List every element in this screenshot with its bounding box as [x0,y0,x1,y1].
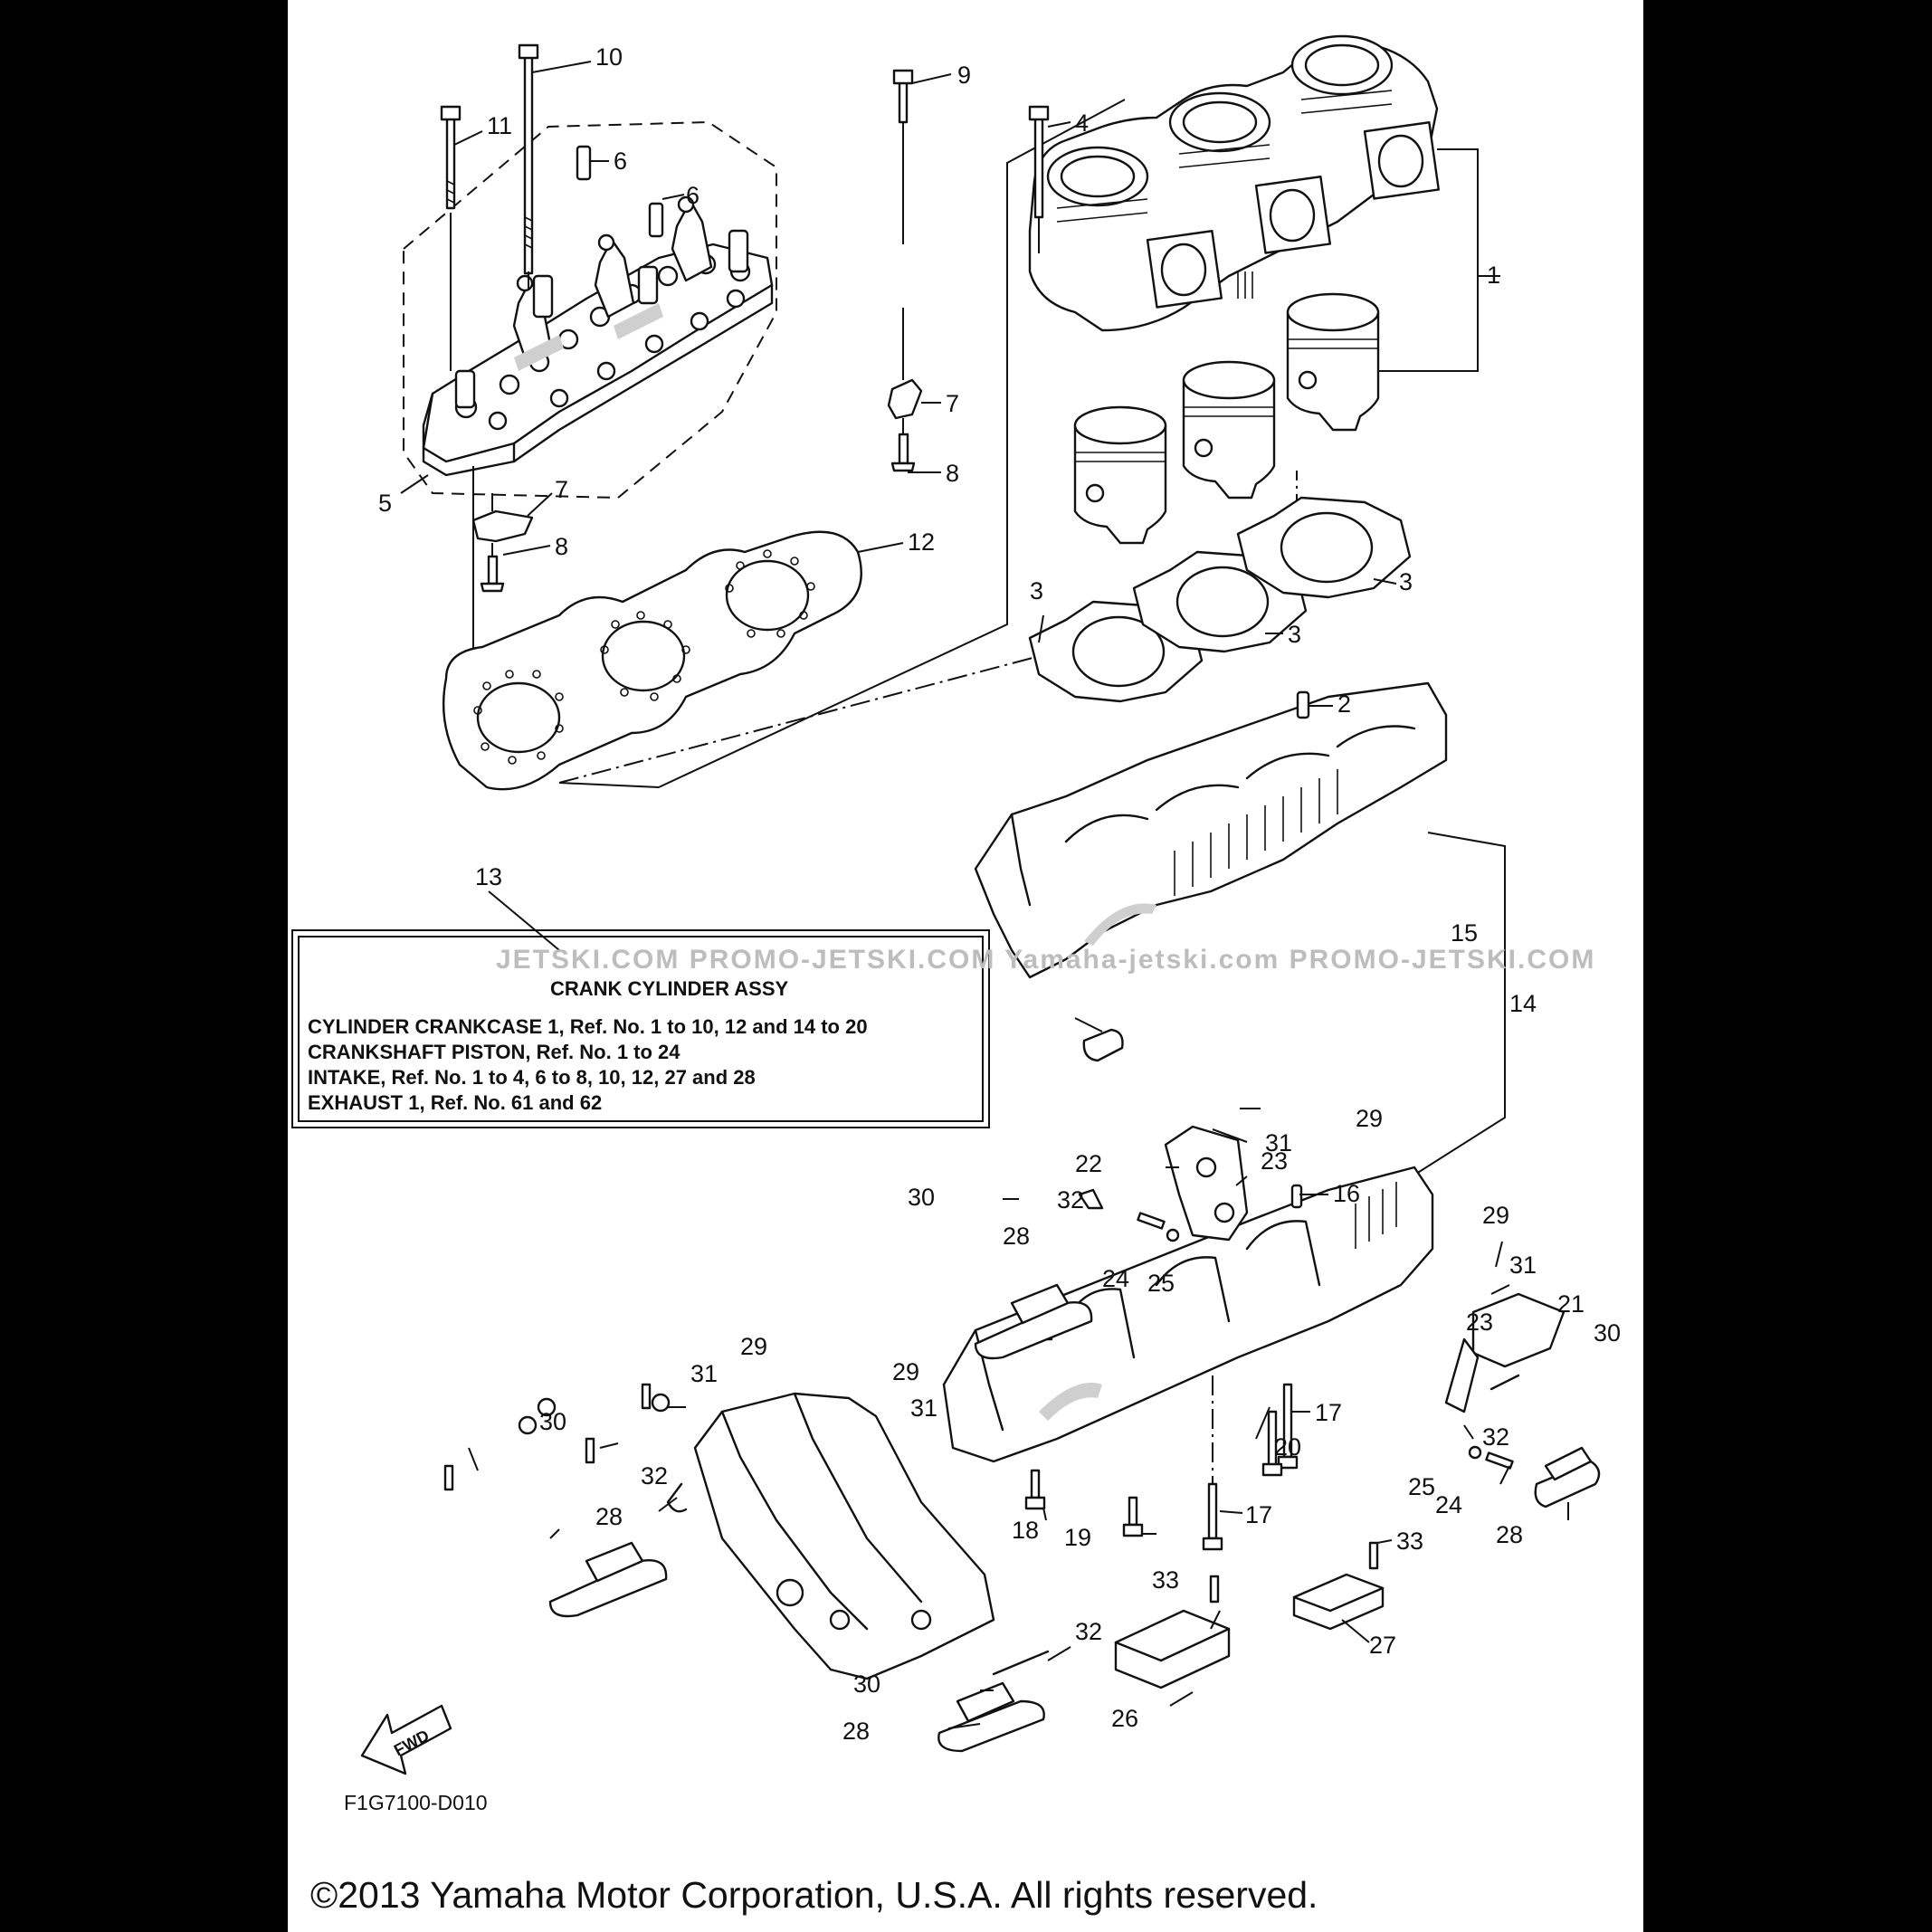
callout-32c: 32 [1482,1423,1509,1451]
callout-17b: 17 [1245,1501,1272,1528]
callout-6b: 6 [686,182,700,209]
callout-10: 10 [595,43,623,71]
base-gaskets [1028,496,1412,703]
callout-28a: 28 [1003,1223,1030,1250]
callout-22: 22 [1075,1150,1102,1177]
callout-33a: 33 [1396,1528,1423,1555]
exhaust-housing [443,1383,995,1680]
callout-13: 13 [475,863,502,890]
head-bosses [454,253,751,431]
cylinder-head-group [403,43,923,665]
callout-31c: 31 [690,1360,718,1387]
info-box-line-4: EXHAUST 1, Ref. No. 61 and 62 [308,1091,602,1114]
callout-20: 20 [1274,1433,1301,1461]
watermark: JETSKI.COM PROMO-JETSKI.COM Yamaha-jetsk… [496,945,1595,975]
callout-16: 16 [1333,1180,1360,1207]
fwd-arrow-icon: FWD [360,1704,452,1775]
info-box-line-2: CRANKSHAFT PISTON, Ref. No. 1 to 24 [308,1041,680,1063]
callout-leaders [400,61,1569,1729]
info-box-title: CRANK CYLINDER ASSY [550,977,789,1000]
callout-6a: 6 [614,148,627,175]
callout-29b: 29 [1482,1202,1509,1229]
callout-31a: 31 [1265,1129,1292,1156]
callout-31d: 31 [910,1394,937,1422]
pistons [1073,148,1500,545]
callout-8b: 8 [555,533,568,560]
callout-30c: 30 [539,1408,566,1435]
callout-24b: 24 [1435,1491,1462,1518]
callout-25b: 25 [1408,1473,1435,1500]
callout-2: 2 [1337,690,1351,718]
callout-32d: 32 [1075,1618,1102,1645]
diagram-code: F1G7100-D010 [344,1791,488,1814]
callout-28b: 28 [1496,1521,1523,1548]
callout-4: 4 [1075,109,1089,137]
info-box: CRANK CYLINDER ASSY CYLINDER CRANKCASE 1… [291,890,990,1128]
callout-5: 5 [378,490,392,517]
callout-33b: 33 [1152,1566,1179,1594]
callout-29c: 29 [740,1333,767,1360]
callout-3c: 3 [1030,577,1043,604]
head-gasket [442,530,862,791]
info-box-line-3: INTAKE, Ref. No. 1 to 4, 6 to 8, 10, 12,… [308,1066,756,1089]
callout-31b: 31 [1509,1252,1537,1279]
callout-26: 26 [1111,1705,1138,1732]
callout-14: 14 [1509,990,1537,1017]
callout-15: 15 [1451,919,1478,947]
callout-24a: 24 [1102,1265,1129,1292]
callout-30b: 30 [1594,1319,1621,1347]
callout-8a: 8 [946,460,959,487]
callout-19: 19 [1064,1524,1091,1551]
callout-28c: 28 [595,1503,623,1530]
callout-17a: 17 [1315,1399,1342,1426]
callout-1: 1 [1487,262,1500,289]
callout-29a: 29 [1356,1105,1383,1132]
callout-18: 18 [1012,1517,1039,1544]
callout-32b: 32 [641,1462,668,1489]
callout-11: 11 [487,112,512,139]
callout-28d: 28 [842,1718,870,1745]
callout-numbers: 10 9 11 4 6 6 1 7 8 5 7 8 12 3 3 3 2 13 … [378,43,1621,1745]
callout-23b: 23 [1466,1309,1493,1336]
callout-30a: 30 [908,1184,935,1211]
callout-30d: 30 [853,1670,880,1698]
exploded-parts-diagram: CRANK CYLINDER ASSY CYLINDER CRANKCASE 1… [291,34,1621,1916]
callout-3b: 3 [1288,621,1301,648]
callout-21: 21 [1557,1290,1585,1318]
crankcase-lower [942,1166,1434,1551]
info-box-line-1: CYLINDER CRANKCASE 1, Ref. No. 1 to 10, … [308,1015,868,1038]
callout-12: 12 [908,528,935,556]
cylinder-block [1028,34,1440,332]
callout-32a: 32 [1057,1186,1084,1213]
diagram-sheet: CRANK CYLINDER ASSY CYLINDER CRANKCASE 1… [288,0,1643,1932]
callout-23a: 23 [1261,1147,1288,1175]
callout-7a: 7 [946,390,959,417]
callout-9: 9 [957,62,971,89]
callout-7b: 7 [555,476,568,503]
callout-27: 27 [1369,1632,1396,1659]
copyright-text: ©2013 Yamaha Motor Corporation, U.S.A. A… [310,1874,1318,1916]
callout-25a: 25 [1147,1270,1175,1297]
engine-mounts [548,1125,1601,1753]
callout-29d: 29 [892,1358,919,1385]
callout-3a: 3 [1399,568,1413,595]
